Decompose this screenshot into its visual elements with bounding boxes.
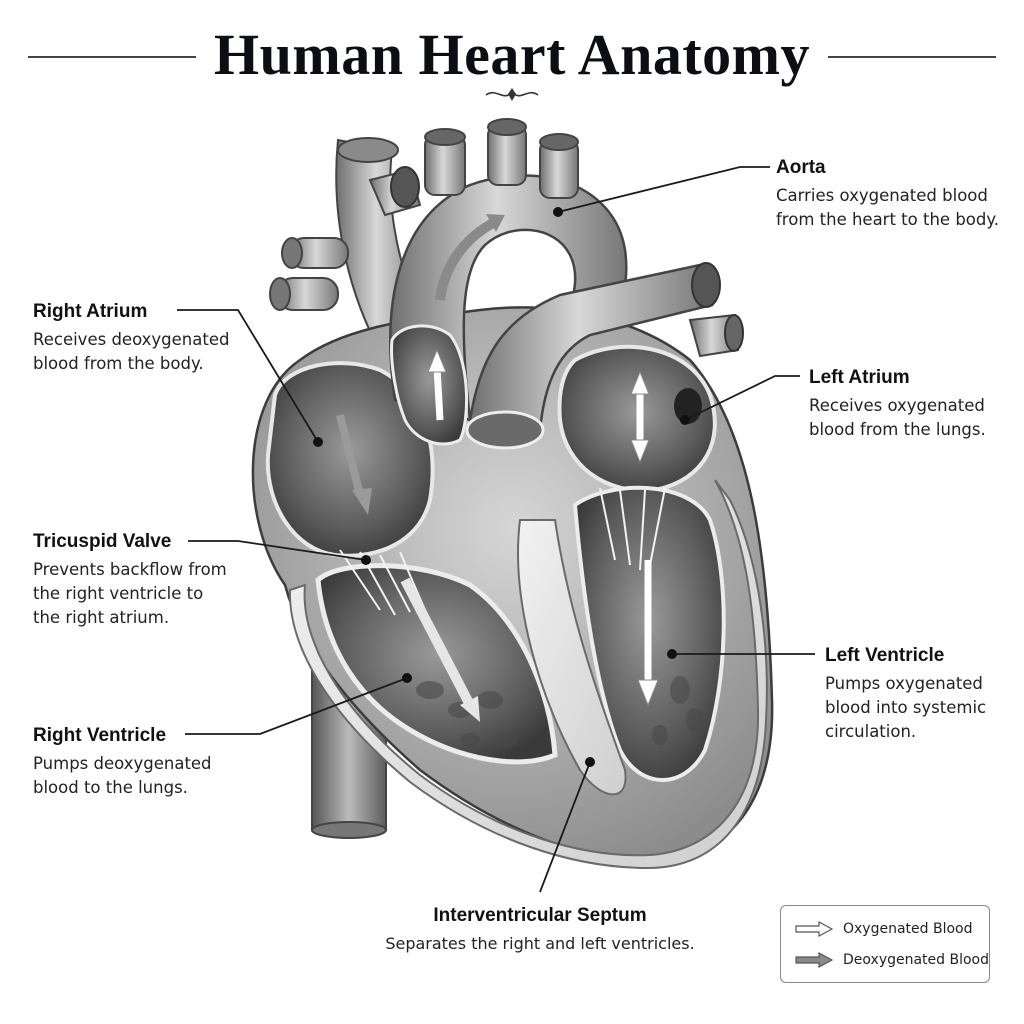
page-title: Human Heart Anatomy: [214, 22, 810, 87]
label-left-atrium-desc: Receives oxygenated blood from the lungs…: [809, 396, 986, 439]
label-septum-desc: Separates the right and left ventricles.: [385, 934, 695, 953]
vena-cava-chamber: [390, 324, 468, 446]
label-right-atrium: Right Atrium Receives deoxygenated blood…: [33, 300, 253, 376]
flow-arrows: [336, 348, 659, 722]
label-left-ventricle-name: Left Ventricle: [825, 645, 945, 666]
legend-deoxygenated-label: Deoxygenated Blood: [843, 952, 990, 968]
label-right-ventricle: Right Ventricle Pumps deoxygenated blood…: [33, 724, 253, 800]
leader-lines: [177, 166, 815, 893]
label-right-ventricle-desc: Pumps deoxygenated blood to the lungs.: [33, 754, 212, 797]
label-aorta-desc: Carries oxygenated blood from the heart …: [776, 186, 1000, 229]
label-right-atrium-desc: Receives deoxygenated blood from the bod…: [33, 330, 230, 373]
title-ornament-icon: [485, 88, 539, 101]
legend-item-oxygenated: Oxygenated Blood: [795, 918, 973, 940]
interventricular-septum: [517, 519, 627, 796]
label-septum-name: Interventricular Septum: [433, 905, 647, 926]
legend: Oxygenated Blood Deoxygenated Blood: [780, 905, 990, 983]
title-rule-left: [28, 56, 196, 58]
label-aorta: Aorta Carries oxygenated blood from the …: [776, 156, 1016, 232]
label-left-atrium: Left Atrium Receives oxygenated blood fr…: [809, 366, 1019, 442]
label-aorta-name: Aorta: [776, 157, 826, 178]
label-right-atrium-name: Right Atrium: [33, 301, 148, 322]
leader-dots: [313, 207, 690, 767]
deoxygenated-arrow-icon: [795, 952, 833, 968]
legend-item-deoxygenated: Deoxygenated Blood: [795, 949, 989, 971]
label-tricuspid-valve: Tricuspid Valve Prevents backflow from t…: [33, 530, 253, 630]
oxygenated-arrow-icon: [427, 348, 447, 373]
legend-oxygenated-label: Oxygenated Blood: [843, 921, 973, 937]
label-tricuspid-valve-desc: Prevents backflow from the right ventric…: [33, 560, 227, 627]
label-left-ventricle-desc: Pumps oxygenated blood into systemic cir…: [825, 674, 987, 741]
myocardium-wall: [288, 479, 768, 870]
label-septum: Interventricular Septum Separates the ri…: [370, 904, 710, 956]
label-left-ventricle: Left Ventricle Pumps oxygenated blood in…: [825, 644, 1020, 744]
deoxygenated-arrow-icon: [352, 488, 372, 515]
chordae-tendineae: [339, 487, 666, 616]
label-tricuspid-valve-name: Tricuspid Valve: [33, 531, 172, 552]
pulmonary-trunk: [465, 262, 744, 450]
title-rule-right: [828, 56, 996, 58]
oxygenated-arrow-icon: [795, 921, 833, 937]
trabeculae: [416, 676, 704, 748]
label-right-ventricle-name: Right Ventricle: [33, 725, 167, 746]
right-ventricle-chamber: [315, 563, 558, 765]
label-left-atrium-name: Left Atrium: [809, 367, 910, 388]
